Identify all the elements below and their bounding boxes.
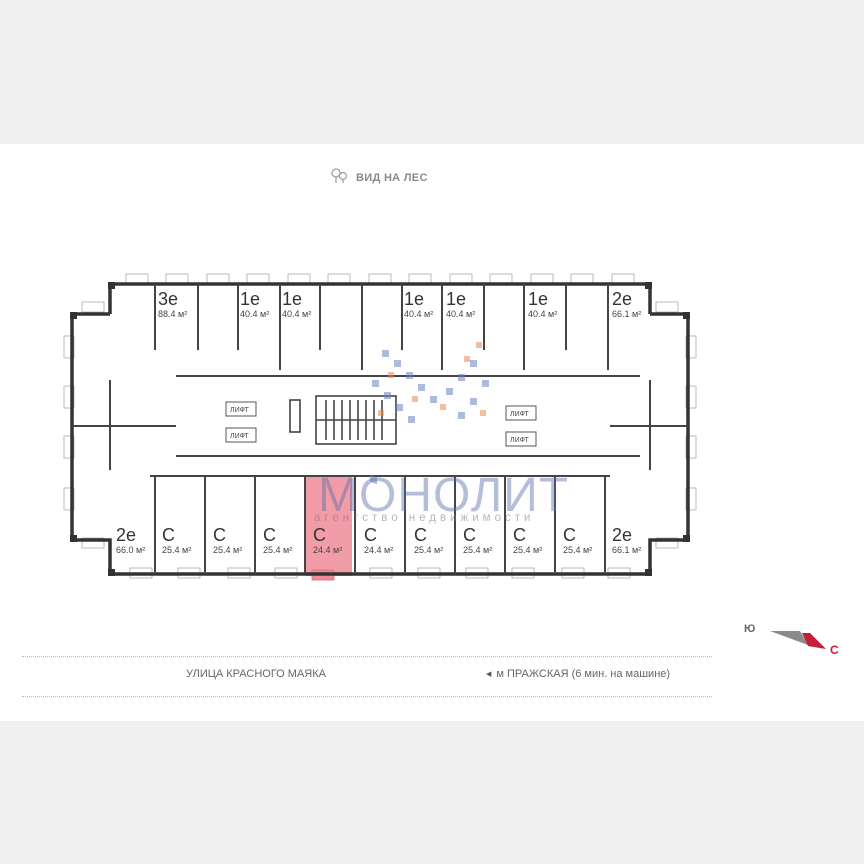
svg-text:ЛИФТ: ЛИФТ	[510, 437, 530, 444]
stairwell	[289, 395, 397, 445]
compass-north-label: С	[830, 643, 839, 657]
watermark-subtitle: агентство недвижимости	[314, 512, 535, 524]
elevators	[225, 401, 537, 447]
interior-walls	[72, 284, 688, 574]
windows-side	[63, 335, 697, 511]
view-label-text: ВИД НА ЛЕС	[356, 171, 428, 184]
watermark-title: МОНОЛИТ	[318, 469, 570, 522]
svg-text:ЛИФТ: ЛИФТ	[510, 411, 530, 418]
metro-text: м ПРАЖСКАЯ (6 мин. на машине)	[496, 668, 671, 680]
corner-columns	[70, 282, 690, 576]
watermark-logo-icon	[370, 342, 489, 485]
compass-south-label: Ю	[744, 623, 756, 635]
svg-text:ЛИФТ: ЛИФТ	[230, 407, 250, 414]
windows-top	[81, 273, 679, 313]
divider-top	[22, 656, 712, 657]
floor-plan-panel	[0, 144, 864, 721]
trees-icon	[330, 168, 350, 187]
metro-arrow-icon: ◀	[486, 671, 492, 678]
svg-text:ЛИФТ: ЛИФТ	[230, 433, 250, 440]
metro-label: ◀ м ПРАЖСКАЯ (6 мин. на машине)	[486, 668, 670, 680]
lift-labels: ЛИФТ ЛИФТ ЛИФТ ЛИФТ	[230, 407, 530, 444]
street-label: УЛИЦА КРАСНОГО МАЯКА	[186, 668, 326, 680]
view-label: ВИД НА ЛЕС	[330, 168, 428, 187]
compass-icon	[770, 631, 826, 649]
divider-bottom	[22, 696, 712, 697]
